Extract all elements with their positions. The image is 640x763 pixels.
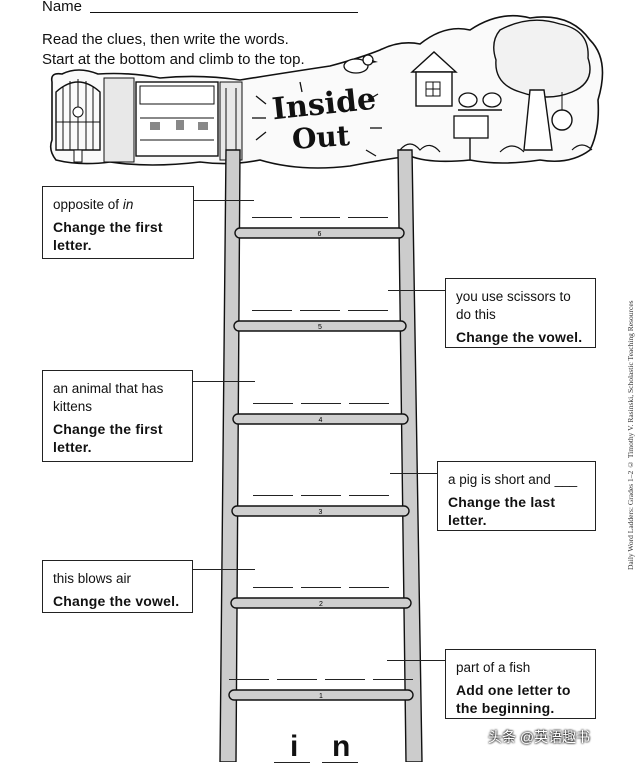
ladder-rung-1 [228,689,414,701]
answer-blank-3-3[interactable] [348,495,389,496]
instructions-line-2: Start at the bottom and climb to the top… [42,51,305,68]
clue-3-leader [390,473,437,474]
clue-5-instruction: Change the vowel. [456,329,583,345]
ladder-rung-4 [232,413,409,425]
clue-3-text: a pig is short and ___ [448,472,578,487]
bird-drawing [343,54,378,74]
answer-blank-5-2[interactable] [300,310,340,311]
rung-number-6: 6 [318,231,322,238]
sun-rays-drawing [252,81,382,157]
instructions: Read the clues, then write the words. St… [42,30,305,70]
clue-5-text: you use scissors to do this [456,289,571,322]
answer-blank-6-2[interactable] [299,217,340,218]
answer-blank-3-2[interactable] [300,495,341,496]
banner-title-out: Out [290,119,351,156]
name-line[interactable] [90,12,358,13]
clue-6-leader [194,200,254,201]
clue-4-leader [193,381,255,382]
answer-blank-2-3[interactable] [349,587,389,588]
clue-6-instruction: Change the first letter. [53,219,163,253]
clue-1-text: part of a fish [456,660,531,675]
clue-box-3: a pig is short and ___ Change the last l… [437,461,596,531]
answer-blank-5-1[interactable] [252,310,292,311]
clue-box-1: part of a fish Add one letter to the beg… [445,649,596,719]
clue-1-instruction: Add one letter to the beginning. [456,682,571,716]
clue-5-leader [388,290,445,291]
answer-blank-4-2[interactable] [300,403,341,404]
answer-blank-5-3[interactable] [348,310,388,311]
birdhouse-drawing [410,51,458,107]
answer-blank-1-1[interactable] [229,679,269,680]
ladder-rung-5 [233,320,407,332]
answer-blank-4-1[interactable] [252,403,293,404]
room-window-drawing [103,77,243,163]
answer-blank-6-1[interactable] [251,217,292,218]
rung-number-4: 4 [319,417,323,424]
ladder-left-rail [219,149,241,762]
ladder-rung-6 [234,227,405,239]
clue-3-instruction: Change the last letter. [448,494,556,528]
ladder-rung-3 [231,505,410,517]
answer-blank-1-3[interactable] [325,679,365,680]
copyright-credit: Daily Word Ladders: Grades 1–2 © Timothy… [626,300,635,570]
answer-blank-2-2[interactable] [301,587,341,588]
two-birds-drawing [453,92,502,160]
clue-box-4: an animal that has kittens Change the fi… [42,370,193,462]
ladder-right-rail [397,149,423,762]
tree-drawing [493,19,591,151]
watermark: 头条 @英语趣书 [488,729,591,745]
answer-blank-3-1[interactable] [252,495,293,496]
rung-number-1: 1 [319,693,323,700]
answer-blank-1-2[interactable] [277,679,317,680]
clue-4-instruction: Change the first letter. [53,421,163,455]
rung-number-5: 5 [318,324,322,331]
answer-blank-4-3[interactable] [348,403,389,404]
start-letter-1: i [290,730,299,763]
clue-box-5: you use scissors to do this Change the v… [445,278,596,348]
answer-blank-2-1[interactable] [253,587,293,588]
clue-2-instruction: Change the vowel. [53,593,180,609]
start-letter-2: n [332,730,351,763]
answer-blank-1-4[interactable] [373,679,413,680]
clue-2-leader [193,569,255,570]
clue-6-text: opposite of in [53,197,134,212]
ladder-rung-2 [230,597,412,609]
clue-4-text: an animal that has kittens [53,381,164,414]
clue-box-6: opposite of in Change the first letter. [42,186,194,259]
birdcage-drawing [55,79,101,163]
ladder [219,149,423,762]
clue-1-leader [387,660,445,661]
rung-number-2: 2 [319,601,323,608]
clue-2-text: this blows air [53,571,132,586]
clue-box-2: this blows air Change the vowel. [42,560,193,613]
bushes-drawing [399,143,593,153]
answer-blank-6-3[interactable] [347,217,388,218]
rung-number-3: 3 [319,509,323,516]
name-label: Name [42,0,83,15]
instructions-line-1: Read the clues, then write the words. [42,31,289,48]
